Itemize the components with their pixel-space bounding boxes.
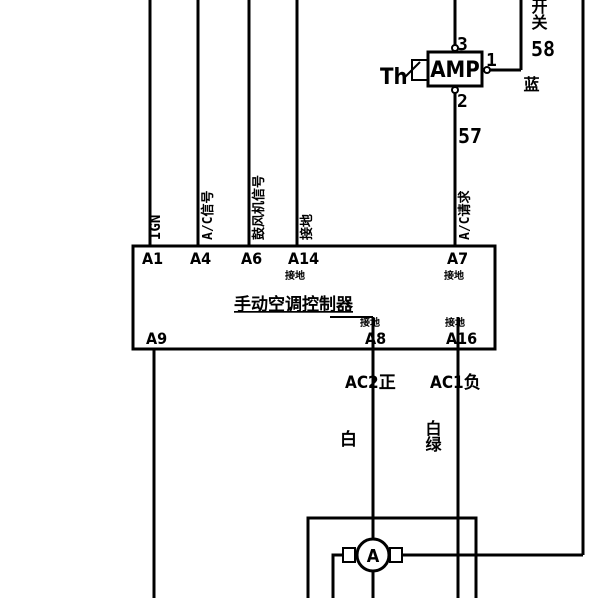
amp-pin-bottom: 2: [457, 91, 468, 112]
pin-a4: A4: [190, 249, 211, 268]
wire-color-a8: 白: [340, 429, 357, 450]
signal-a6: 鼓风机信号: [251, 175, 267, 240]
right-wire-color: 蓝: [521, 75, 540, 92]
pin-a8-inner: 接地: [360, 316, 380, 329]
signal-a1: IGN: [148, 215, 164, 240]
pin-a1: A1: [142, 249, 163, 268]
controller-title: 手动空调控制器: [234, 294, 354, 315]
pin-a14-sub: 接地: [285, 269, 305, 282]
pin-a16-inner: 接地: [445, 316, 465, 329]
motor-frame: [306, 516, 478, 598]
pin-a9: A9: [146, 329, 167, 348]
controller-box: [131, 244, 497, 351]
thermistor-label: Th: [380, 65, 408, 90]
pin-a14: A14: [288, 249, 319, 268]
amp-pin-right: 1: [486, 50, 497, 71]
pin-a7-sub: 接地: [444, 269, 464, 282]
signal-a7: A/C请求: [457, 190, 473, 240]
wire-number-58: 58: [531, 37, 555, 61]
pin-a7: A7: [447, 249, 468, 268]
amp-label: AMP: [430, 58, 480, 83]
wire-ac2: AC2正: [345, 373, 396, 393]
motor-symbol: A: [367, 546, 380, 567]
signal-a14: 接地: [299, 214, 315, 240]
wire-ac1: AC1负: [430, 372, 481, 393]
amp-pin-top: 3: [457, 34, 468, 55]
pin-a16: A16: [446, 329, 477, 348]
wire-number-57: 57: [458, 124, 482, 148]
pin-a8: A8: [365, 329, 386, 348]
motor-icon: A: [342, 537, 403, 573]
signal-a4: A/C信号: [200, 191, 216, 240]
wire-color-a16: 白绿: [423, 419, 442, 453]
right-wire-top-text: 开关: [529, 0, 548, 31]
pin-a6: A6: [241, 249, 262, 268]
